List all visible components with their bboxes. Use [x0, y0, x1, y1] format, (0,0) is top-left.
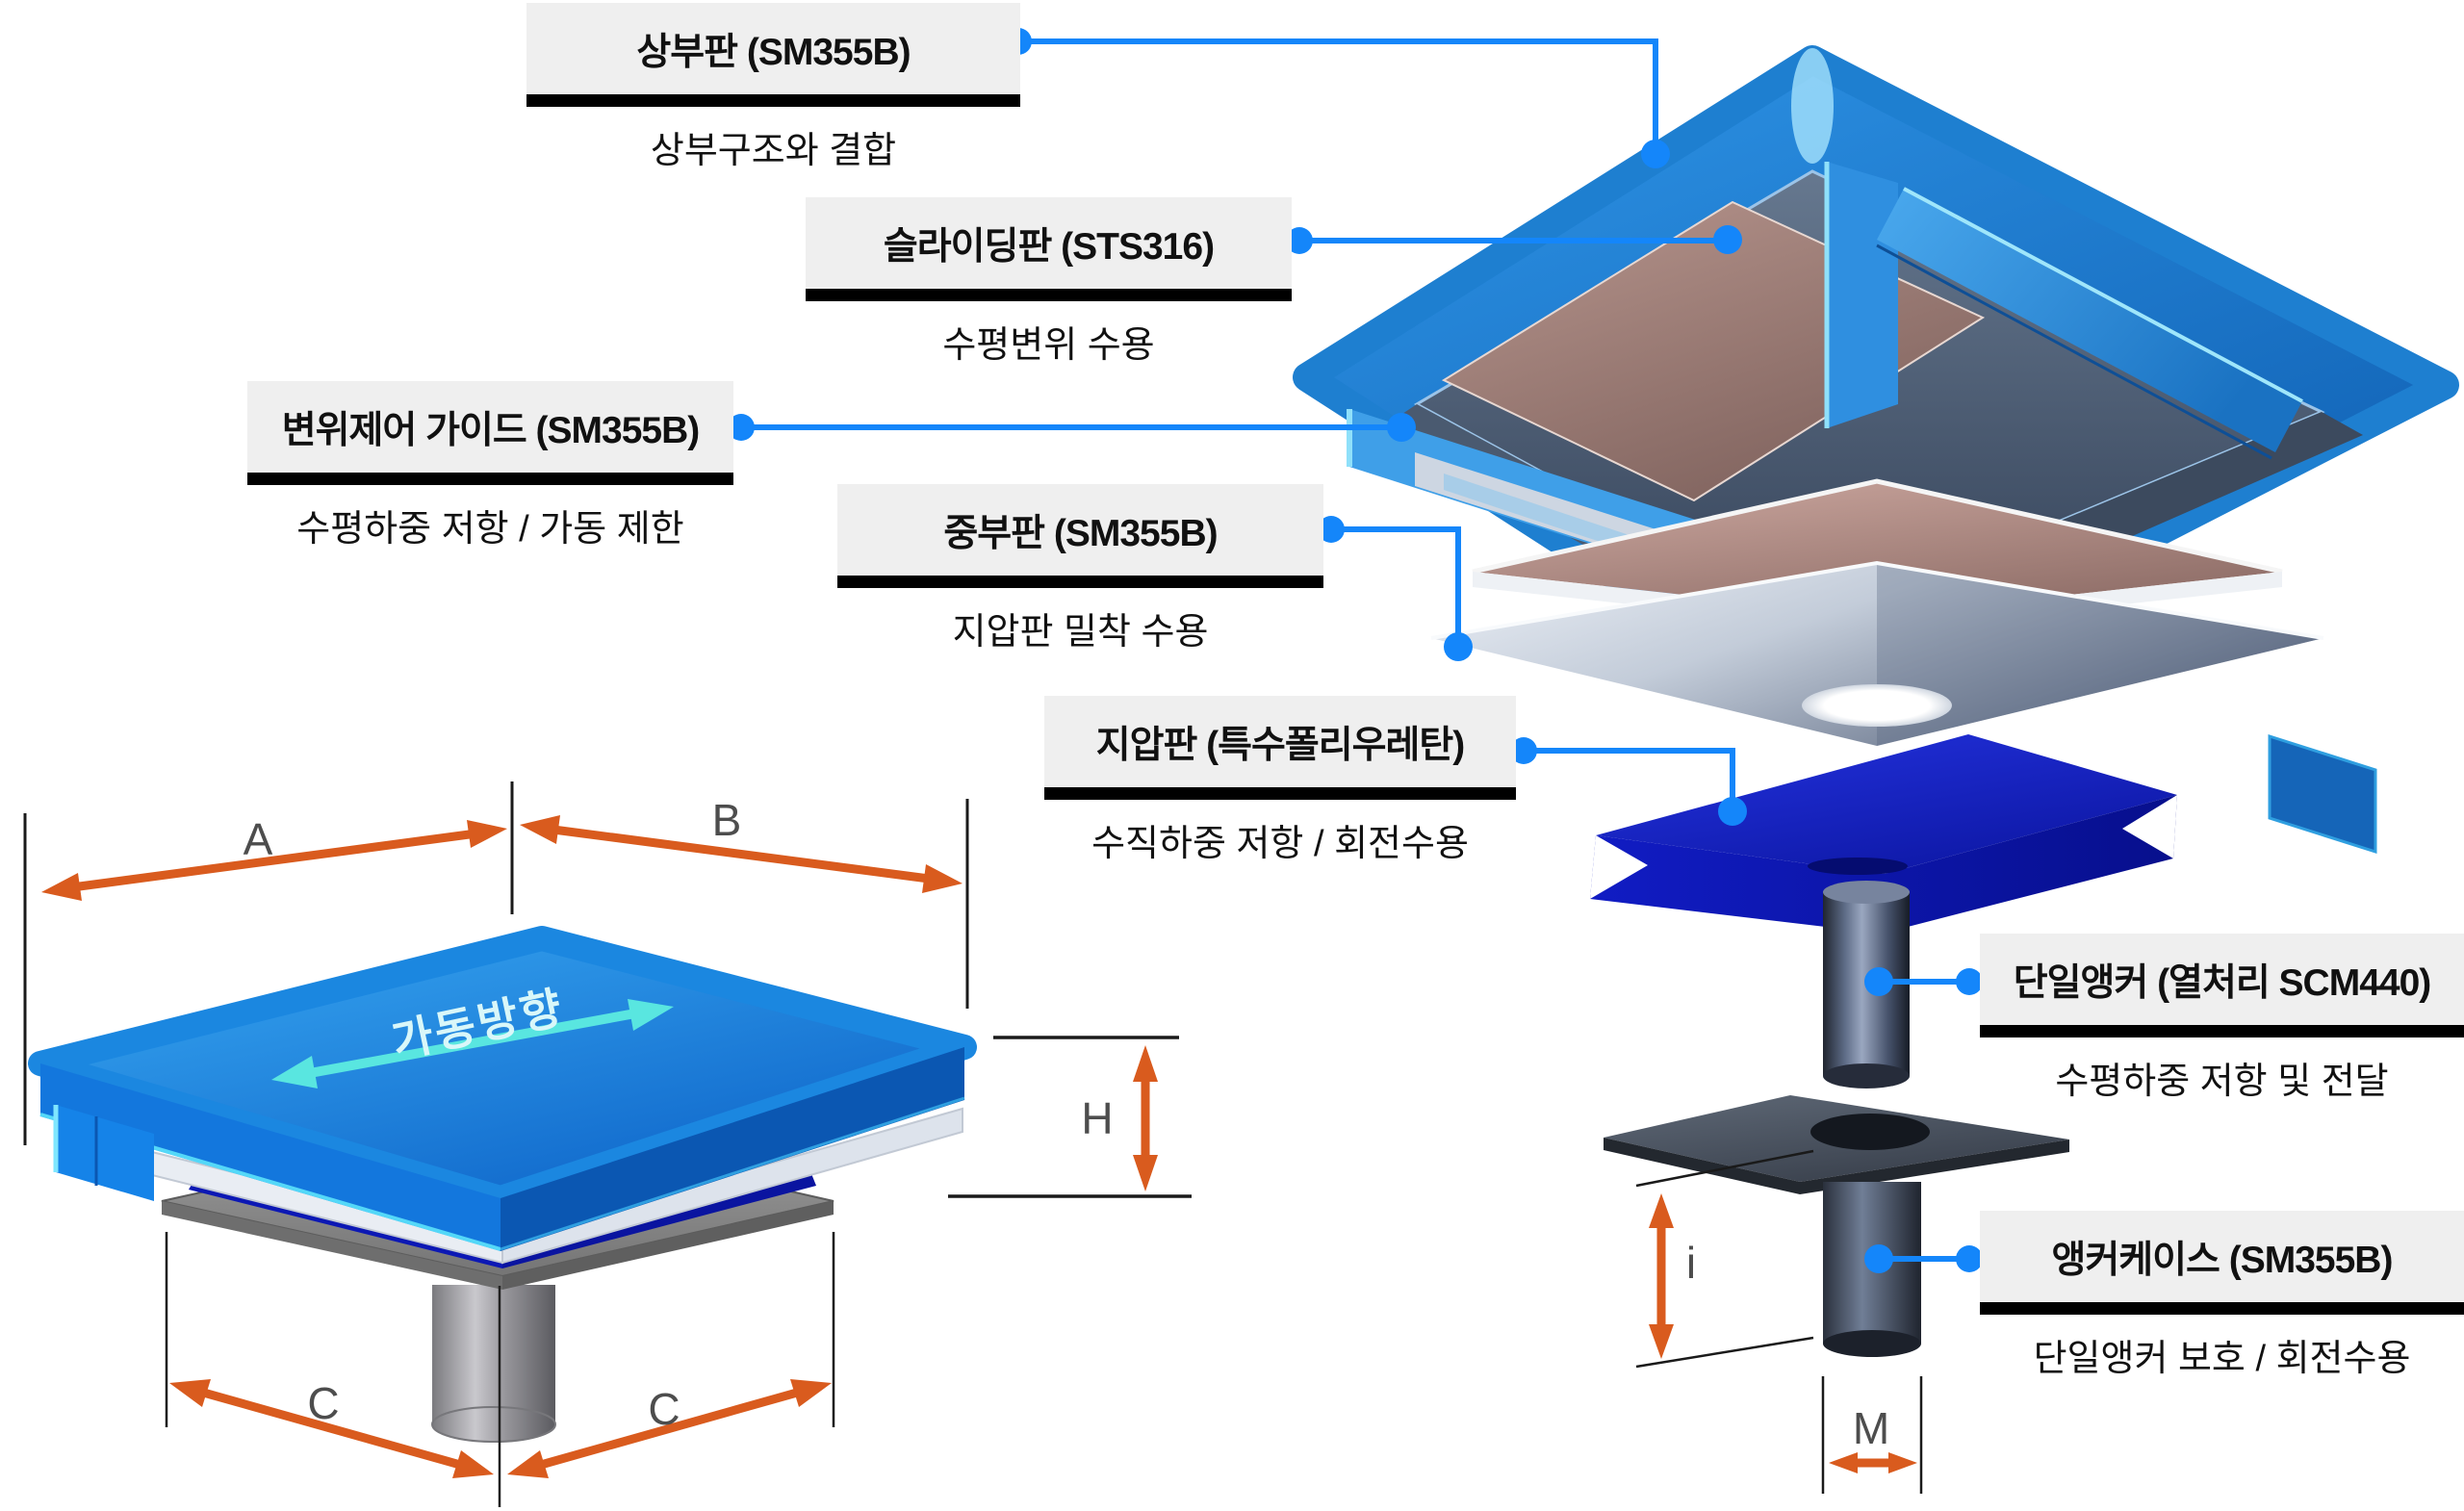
- label-desc: 수평하중 저항 / 가동 제한: [296, 509, 684, 550]
- exploded-bearing-pad: [1590, 734, 2177, 934]
- middle-plate-body: [1431, 563, 2323, 746]
- label-underline: [1044, 787, 1516, 800]
- label-desc: 수평변위 수용: [942, 325, 1155, 366]
- label-title: 중부판 (SM355B): [943, 512, 1218, 554]
- label-desc: 상부구조와 결합: [650, 131, 897, 171]
- guide-rail-bars: [1824, 162, 2303, 460]
- dim-h: H: [1081, 1093, 1113, 1143]
- dimension-letters: A B C C H i M: [244, 795, 1890, 1453]
- label-bearing-pad: 지압판 (특수폴리우레탄) 수직하중 저항 / 회전수용: [1044, 696, 1516, 866]
- label-box: 앵커케이스 (SM355B): [1980, 1211, 2464, 1302]
- movement-direction-arrow: [271, 999, 674, 1088]
- label-title: 슬라이딩판 (STS316): [883, 225, 1215, 268]
- leader-lines: [728, 28, 1983, 1273]
- extension-lines: [23, 781, 1923, 1494]
- label-title: 상부판 (SM355B): [636, 31, 911, 73]
- label-anchor: 단일앵커 (열처리 SCM440) 수평하중 저항 및 전달: [1980, 934, 2464, 1104]
- dim-c-left: C: [307, 1378, 339, 1428]
- assembled-left-flange: [56, 1105, 154, 1201]
- assembled-bearing: [28, 926, 977, 1507]
- middle-plate-hole: [1802, 684, 1952, 727]
- assembled-anchor-sleeve: [431, 1285, 556, 1443]
- label-underline: [837, 576, 1323, 588]
- label-box: 상부판 (SM355B): [526, 3, 1020, 94]
- label-middle-plate: 중부판 (SM355B) 지압판 밀착 수용: [837, 484, 1323, 654]
- label-underline: [1980, 1302, 2464, 1315]
- label-underline: [806, 289, 1292, 301]
- label-anchor-case: 앵커케이스 (SM355B) 단일앵커 보호 / 회전수용: [1980, 1211, 2464, 1381]
- label-box: 변위제어 가이드 (SM355B): [247, 381, 733, 473]
- label-box: 지압판 (특수폴리우레탄): [1044, 696, 1516, 787]
- assembled-top-plate: [28, 926, 977, 1251]
- exploded-middle-plate: [1430, 478, 2324, 746]
- label-box: 중부판 (SM355B): [837, 484, 1323, 576]
- label-title: 앵커케이스 (SM355B): [2051, 1239, 2394, 1281]
- label-top-plate: 상부판 (SM355B) 상부구조와 결합: [526, 3, 1020, 173]
- middle-plate-top-sheet: [1473, 481, 2282, 616]
- label-sliding-plate: 슬라이딩판 (STS316) 수평변위 수용: [806, 197, 1292, 368]
- label-underline: [247, 473, 733, 485]
- bearing-pad-hole: [1808, 858, 1908, 875]
- dimension-arrows: [41, 815, 1917, 1478]
- top-plate-right-flange: [2268, 733, 2377, 855]
- label-desc: 단일앵커 보호 / 회전수용: [2033, 1339, 2411, 1379]
- dim-i: i: [1686, 1238, 1696, 1288]
- label-box: 단일앵커 (열처리 SCM440): [1980, 934, 2464, 1025]
- exploded-anchor-case: [1604, 1095, 2069, 1357]
- label-title: 단일앵커 (열처리 SCM440): [2013, 961, 2432, 1004]
- label-desc: 수평하중 저항 및 전달: [2055, 1062, 2389, 1102]
- dim-m: M: [1853, 1403, 1889, 1453]
- label-guide: 변위제어 가이드 (SM355B) 수평하중 저항 / 가동 제한: [247, 381, 733, 551]
- dim-a: A: [244, 814, 273, 864]
- dim-c-right: C: [648, 1384, 680, 1434]
- anchor-case-hole: [1810, 1114, 1930, 1150]
- label-underline: [526, 94, 1020, 107]
- label-desc: 수직하중 저항 / 회전수용: [1091, 824, 1469, 864]
- label-box: 슬라이딩판 (STS316): [806, 197, 1292, 289]
- dim-b: B: [712, 795, 742, 845]
- label-desc: 지압판 밀착 수용: [952, 612, 1209, 653]
- label-title: 변위제어 가이드 (SM355B): [281, 409, 701, 451]
- label-underline: [1980, 1025, 2464, 1037]
- label-title: 지압판 (특수폴리우레탄): [1095, 724, 1466, 766]
